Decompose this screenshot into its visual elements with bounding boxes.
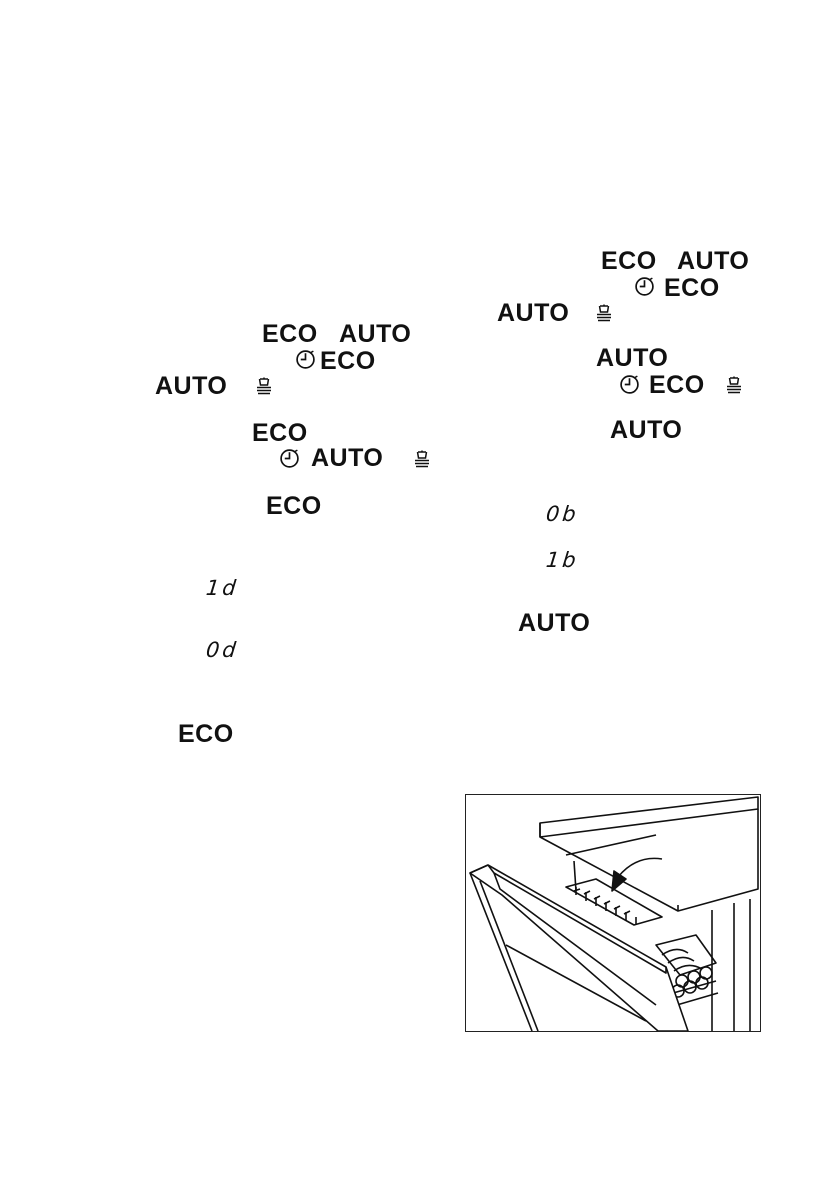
- dishes-icon: [724, 375, 744, 395]
- dishes-icon: [594, 303, 614, 323]
- eco-label: ECO: [649, 371, 705, 399]
- clock-icon: [634, 276, 655, 297]
- eco-label: ECO: [320, 347, 376, 375]
- clock-icon: [279, 448, 300, 469]
- eco-label: ECO: [178, 720, 234, 748]
- display-0b: 0b: [544, 502, 581, 526]
- eco-label: ECO: [262, 320, 318, 348]
- auto-label: AUTO: [497, 299, 570, 327]
- dishes-icon: [254, 376, 274, 396]
- dishwasher-drawing: [469, 796, 759, 1032]
- auto-label: AUTO: [596, 344, 669, 372]
- auto-label: AUTO: [518, 609, 591, 637]
- display-1d: 1d: [204, 576, 241, 600]
- auto-label: AUTO: [339, 320, 412, 348]
- auto-label: AUTO: [677, 247, 750, 275]
- clock-icon: [295, 349, 316, 370]
- auto-label: AUTO: [311, 444, 384, 472]
- eco-label: ECO: [266, 492, 322, 520]
- clock-icon: [619, 374, 640, 395]
- display-1b: 1b: [544, 548, 581, 572]
- display-0d: 0d: [204, 638, 241, 662]
- eco-label: ECO: [601, 247, 657, 275]
- eco-label: ECO: [664, 274, 720, 302]
- dishes-icon: [412, 449, 432, 469]
- auto-label: AUTO: [155, 372, 228, 400]
- dishwasher-illustration: [465, 794, 761, 1032]
- auto-label: AUTO: [610, 416, 683, 444]
- eco-label: ECO: [252, 419, 308, 447]
